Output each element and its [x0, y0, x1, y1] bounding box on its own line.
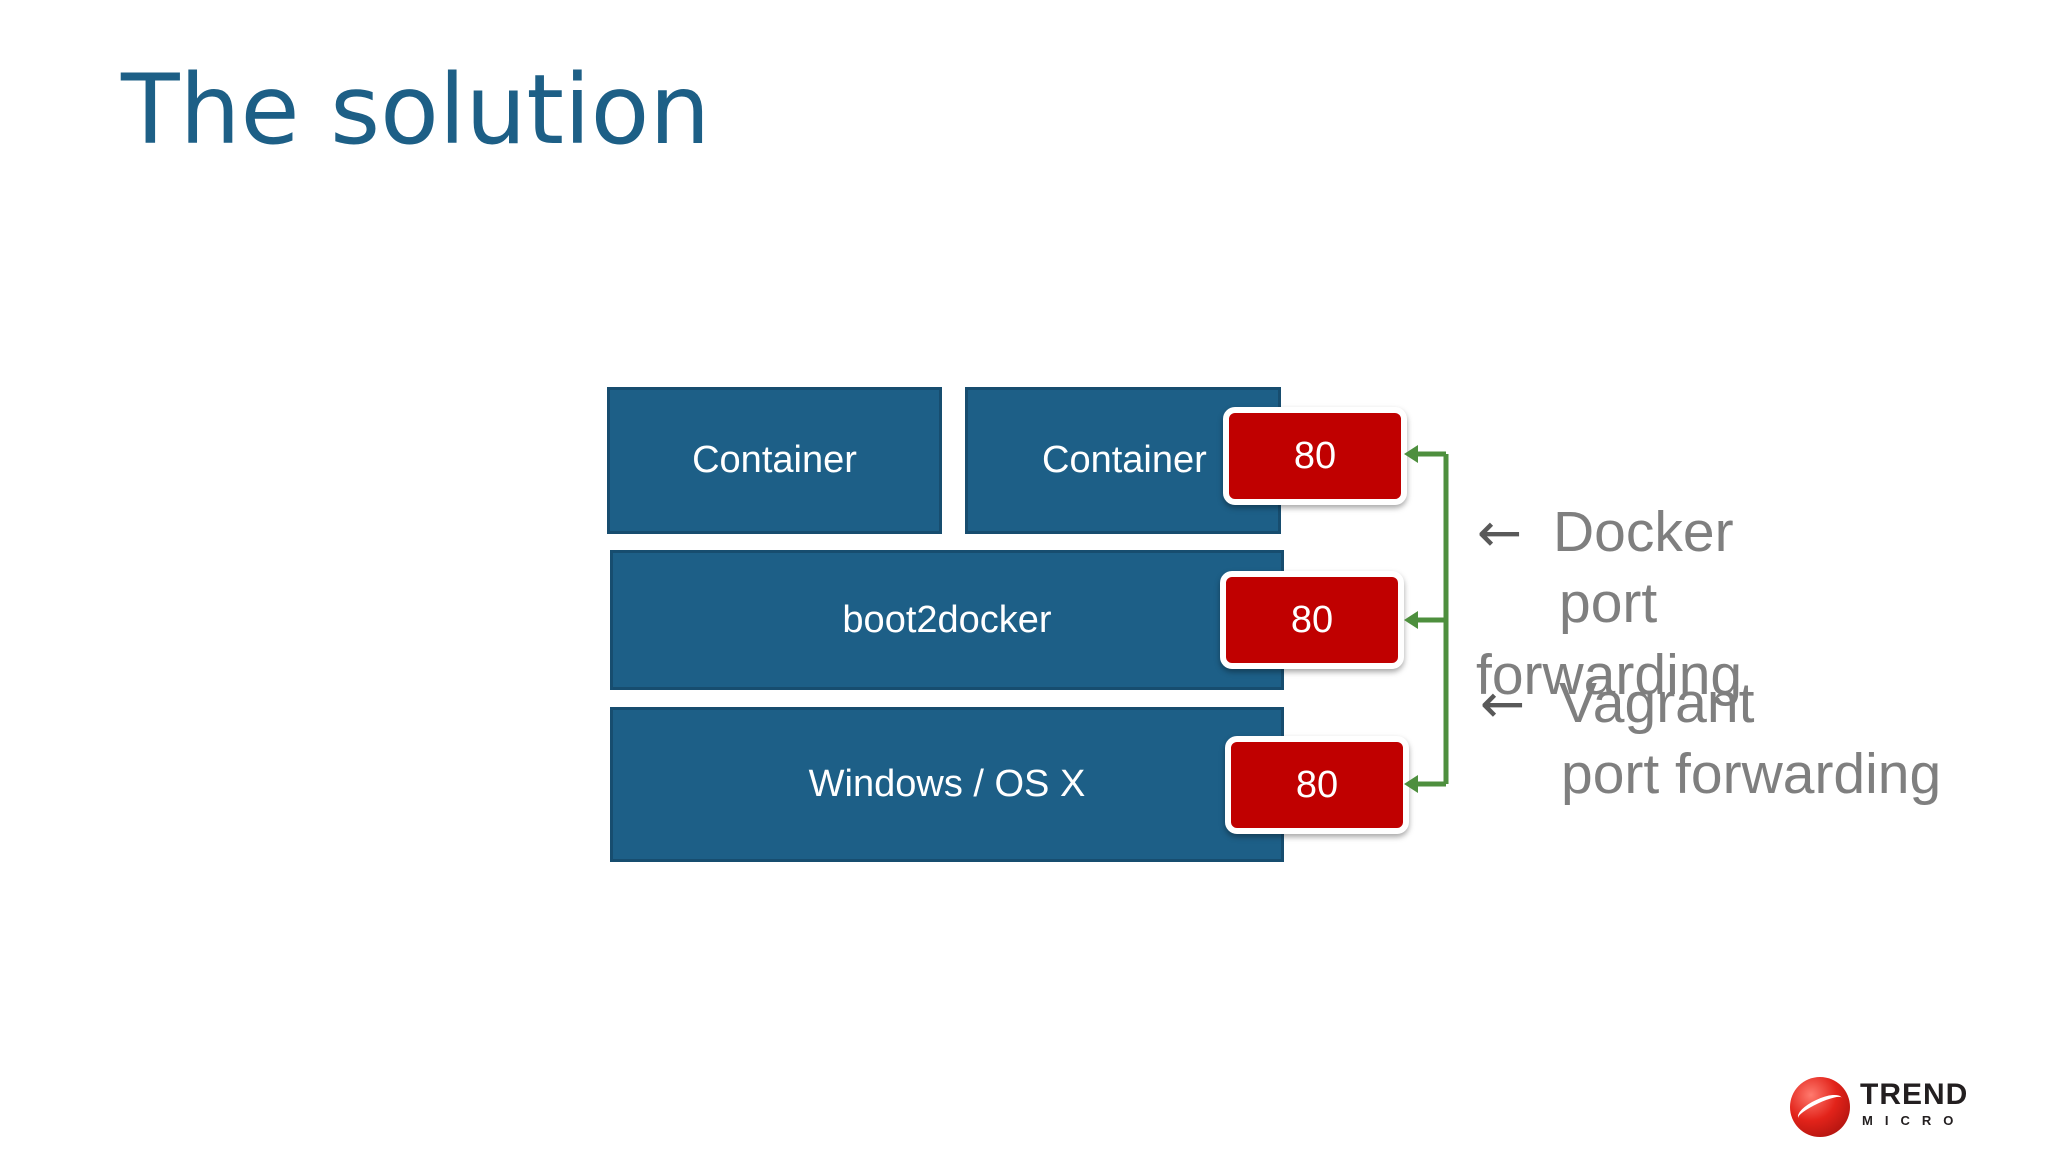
- docker-callout-line3: forwarding: [1476, 643, 1743, 707]
- vagrant-callout-line2: port forwarding: [1561, 742, 1942, 806]
- boot2docker-label: boot2docker: [842, 598, 1052, 641]
- boot2docker-box: boot2docker: [610, 550, 1284, 690]
- trend-micro-logo: TREND MICRO: [1790, 1075, 1970, 1145]
- vagrant-callout-arrow-icon: ←: [1480, 672, 1526, 735]
- boot2docker-port-badge: 80: [1220, 571, 1404, 669]
- host-os-box: Windows / OS X: [610, 707, 1284, 862]
- logo-word-trend: TREND: [1860, 1078, 1969, 1111]
- vagrant-callout-line1: Vagrant: [1559, 671, 1755, 735]
- docker-callout-line2: port: [1559, 571, 1658, 635]
- boot2docker-port-arrowhead: [1404, 611, 1418, 629]
- vagrant-forward-connector: [1412, 617, 1449, 787]
- logo-word-micro: MICRO: [1862, 1113, 1966, 1128]
- slide-title: The solution: [121, 54, 711, 166]
- forwarding-connector-lines: [1404, 445, 1449, 793]
- container-box-left-label: Container: [692, 439, 857, 481]
- host-port-badge: 80: [1225, 736, 1409, 834]
- docker-forward-connector: [1412, 451, 1449, 620]
- container-box-left: Container: [607, 387, 942, 534]
- host-os-label: Windows / OS X: [808, 763, 1086, 805]
- boot2docker-port-label: 80: [1290, 598, 1334, 641]
- container-port-label: 80: [1293, 434, 1337, 477]
- container-box-right-label: Container: [1042, 439, 1207, 481]
- container-port-badge: 80: [1223, 407, 1407, 505]
- trend-micro-ball-icon: [1790, 1077, 1850, 1137]
- docker-callout-arrow-icon: ←: [1477, 501, 1523, 564]
- host-port-label: 80: [1295, 763, 1339, 806]
- docker-callout-line1: Docker: [1553, 500, 1734, 564]
- container-port-arrowhead: [1404, 445, 1418, 463]
- host-port-arrowhead: [1404, 775, 1418, 793]
